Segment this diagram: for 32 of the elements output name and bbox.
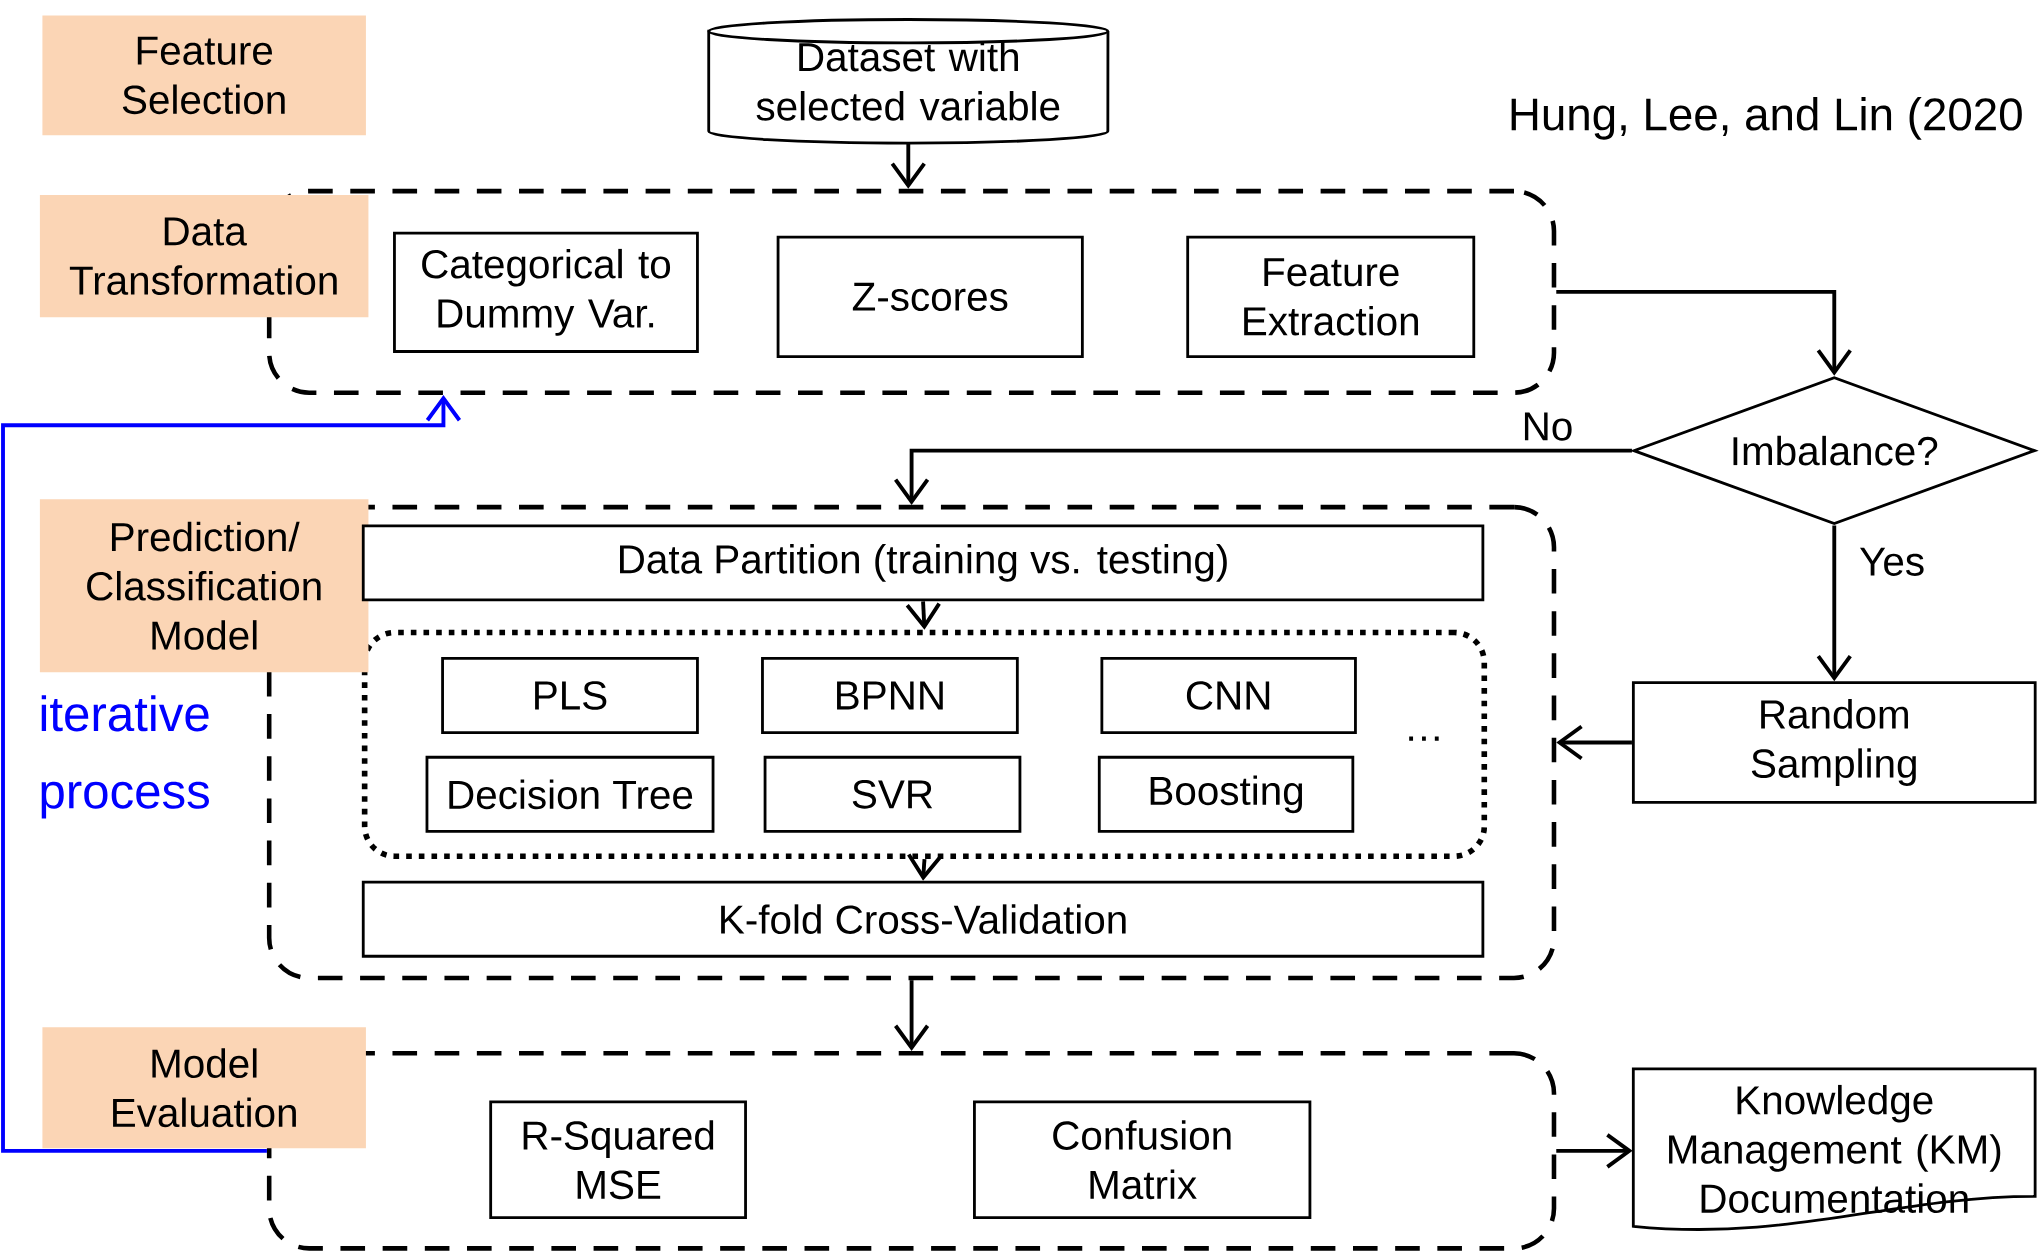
arrow — [1556, 725, 1632, 761]
process-box: BPNN — [761, 657, 1019, 735]
edge-label: Yes — [1855, 544, 1929, 580]
arrow — [1816, 525, 1852, 682]
process-box: Feature Extraction — [1186, 235, 1476, 359]
database-cylinder: Dataset with selected variable — [707, 18, 1110, 145]
process-box: CNN — [1100, 657, 1357, 735]
process-box: K-fold Cross-Validation — [361, 880, 1485, 958]
dotted-group — [361, 629, 1488, 860]
process-box: Confusion Matrix — [973, 1100, 1312, 1220]
arrow — [1, 395, 462, 1153]
process-box: Z-scores — [776, 235, 1084, 359]
arrow — [1556, 1133, 1633, 1169]
stage-label: Model Evaluation — [42, 1027, 366, 1149]
ellipsis: … — [1409, 736, 1439, 741]
process-box: Random Sampling — [1631, 681, 2037, 804]
process-box: SVR — [763, 756, 1022, 833]
process-box: R-Squared MSE — [489, 1100, 747, 1220]
arrow — [894, 980, 930, 1052]
stage-label: Feature Selection — [42, 15, 366, 136]
process-box: PLS — [441, 657, 699, 735]
stage-label: Prediction/ Classification Model — [39, 499, 369, 673]
process-box: Data Partition (training vs. testing) — [361, 524, 1485, 602]
arrow — [1556, 290, 1852, 376]
process-box: Boosting — [1097, 756, 1355, 833]
edge-label: No — [1518, 409, 1577, 445]
annotation-text: iterative process — [41, 695, 209, 819]
process-box: Categorical to Dummy Var. — [393, 231, 699, 354]
process-box: Decision Tree — [425, 756, 715, 833]
stage-label: Data Transformation — [39, 195, 369, 318]
citation: Hung, Lee, and Lin (2020 — [1511, 97, 2022, 140]
arrow — [894, 448, 1632, 506]
